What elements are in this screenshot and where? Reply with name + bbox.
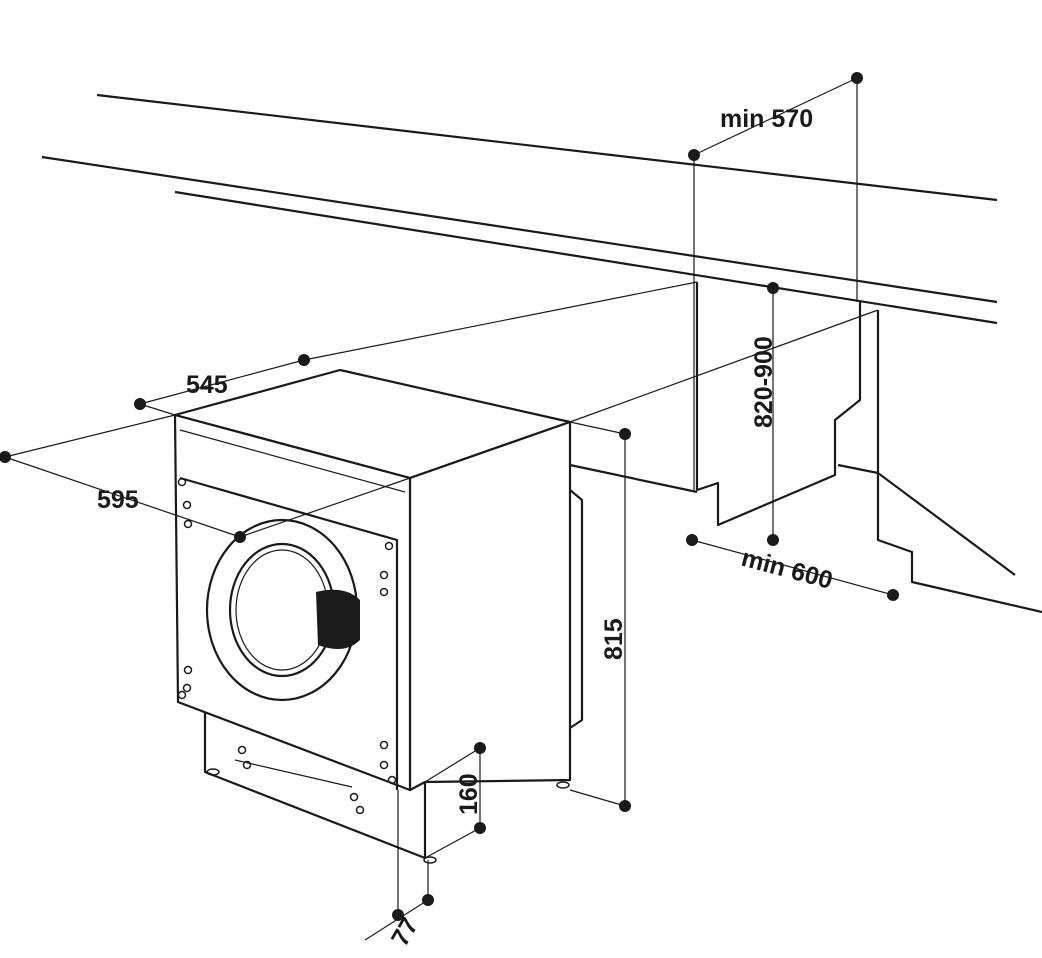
label-815: 815 <box>600 618 628 660</box>
dimension-lines <box>0 72 899 941</box>
label-77: 77 <box>386 913 424 951</box>
label-545: 545 <box>186 371 228 399</box>
label-160: 160 <box>455 773 483 815</box>
label-min-570: min 570 <box>720 105 813 133</box>
label-820-900: 820-900 <box>750 336 778 428</box>
label-595: 595 <box>97 486 139 514</box>
cabinet-niche <box>569 282 1042 614</box>
washing-machine <box>173 368 584 864</box>
label-min-600: min 600 <box>738 544 835 595</box>
door-handle <box>316 589 360 649</box>
worktop <box>41 93 998 325</box>
